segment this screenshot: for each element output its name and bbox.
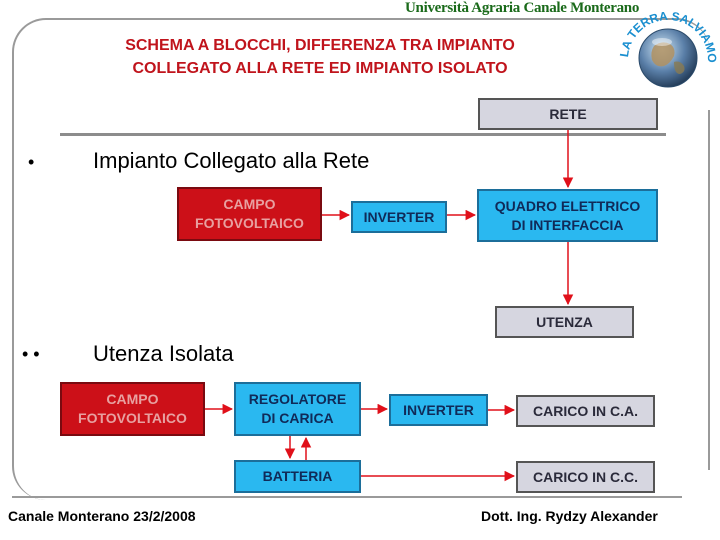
utenza-label: UTENZA (536, 313, 593, 330)
regolatore-line1: REGOLATORE (248, 391, 347, 407)
box-campo-fotovoltaico-1: CAMPO FOTOVOLTAICO (177, 187, 322, 241)
slide-frame-bottom (12, 496, 682, 498)
bullet-2: • • (22, 344, 40, 364)
footer-right: Dott. Ing. Rydzy Alexander (481, 508, 658, 524)
title-line-1: SCHEMA A BLOCCHI, DIFFERENZA TRA IMPIANT… (125, 37, 515, 54)
box-utenza: UTENZA (495, 306, 634, 338)
batteria-label: BATTERIA (262, 468, 333, 484)
campo1-line2: FOTOVOLTAICO (195, 215, 304, 231)
box-campo-fotovoltaico-2: CAMPO FOTOVOLTAICO (60, 382, 205, 436)
earth-logo: LA TERRA SALVIAMOLA (614, 2, 719, 88)
box-rete: RETE (478, 98, 658, 130)
campo1-line1: CAMPO (223, 196, 276, 212)
carico-cc-label: CARICO IN C.C. (533, 468, 638, 485)
box-inverter-1: INVERTER (351, 201, 447, 233)
university-name: Università Agraria Canale Monterano (405, 0, 640, 16)
regolatore-line2: DI CARICA (261, 410, 334, 426)
slide-frame-right (708, 110, 710, 470)
campo2-line2: FOTOVOLTAICO (78, 410, 187, 426)
box-carico-ca: CARICO IN C.A. (516, 395, 655, 427)
box-batteria: BATTERIA (234, 460, 361, 493)
inverter2-label: INVERTER (403, 401, 474, 418)
inverter1-label: INVERTER (363, 208, 435, 225)
bullet-1: • (28, 152, 35, 172)
footer-left: Canale Monterano 23/2/2008 (8, 508, 196, 524)
box-inverter-2: INVERTER (389, 394, 488, 426)
heading-grid-connected: Impianto Collegato alla Rete (93, 148, 370, 173)
carico-ca-label: CARICO IN C.A. (533, 402, 638, 419)
quadro-line1: QUADRO ELETTRICO (494, 197, 641, 214)
slide-title: SCHEMA A BLOCCHI, DIFFERENZA TRA IMPIANT… (60, 34, 580, 80)
campo2-line1: CAMPO (106, 391, 159, 407)
heading-utenza-isolata: Utenza Isolata (93, 341, 234, 366)
title-line-2: COLLEGATO ALLA RETE ED IMPIANTO ISOLATO (132, 60, 508, 77)
box-quadro-elettrico: QUADRO ELETTRICO DI INTERFACCIA (477, 189, 658, 242)
title-divider (60, 133, 666, 136)
box-carico-cc: CARICO IN C.C. (516, 461, 655, 493)
box-regolatore: REGOLATORE DI CARICA (234, 382, 361, 436)
box-rete-label: RETE (549, 105, 587, 122)
slide-frame (12, 18, 710, 500)
quadro-line2: DI INTERFACCIA (511, 216, 624, 233)
